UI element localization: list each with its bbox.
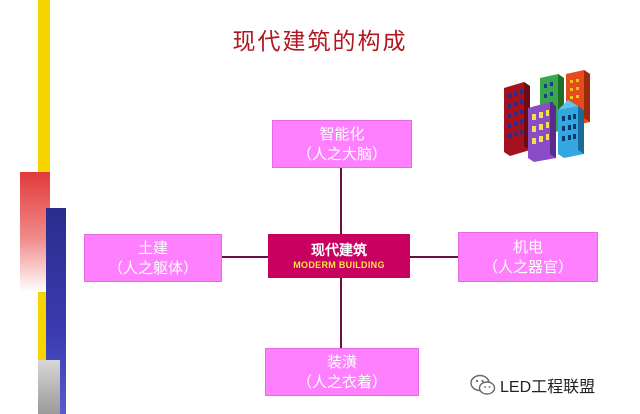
node-modern-building: 现代建筑 MODERM BUILDING [268, 234, 410, 278]
node-electromechanical: 机电 （人之器官） [458, 232, 598, 282]
red-side-strip [20, 172, 50, 292]
node-sublabel: （人之大脑） [296, 145, 387, 163]
connector-left [220, 256, 268, 258]
node-label: 装潢 [326, 353, 357, 371]
connector-right [410, 256, 458, 258]
connector-top [340, 166, 342, 234]
gray-side-strip [38, 360, 60, 414]
node-civil-construction: 土建 （人之躯体） [84, 234, 222, 282]
node-sublabel: （人之器官） [482, 258, 573, 276]
node-decoration: 装潢 （人之衣着） [265, 348, 419, 396]
watermark: LED工程联盟 [470, 372, 595, 398]
node-sublabel: （人之衣着） [296, 373, 387, 391]
connector-bottom [340, 278, 342, 348]
node-label: 土建 [137, 239, 168, 257]
slide-title: 现代建筑的构成 [232, 29, 408, 55]
watermark-text: LED工程联盟 [500, 379, 596, 396]
center-title: 现代建筑 [311, 243, 367, 259]
buildings-icon [504, 70, 590, 162]
node-intelligence: 智能化 （人之大脑） [272, 120, 412, 168]
node-label: 智能化 [319, 125, 365, 143]
center-subtitle: MODERM BUILDING [293, 260, 385, 270]
node-label: 机电 [512, 238, 543, 256]
wechat-icon [470, 374, 496, 395]
node-sublabel: （人之躯体） [107, 259, 198, 277]
